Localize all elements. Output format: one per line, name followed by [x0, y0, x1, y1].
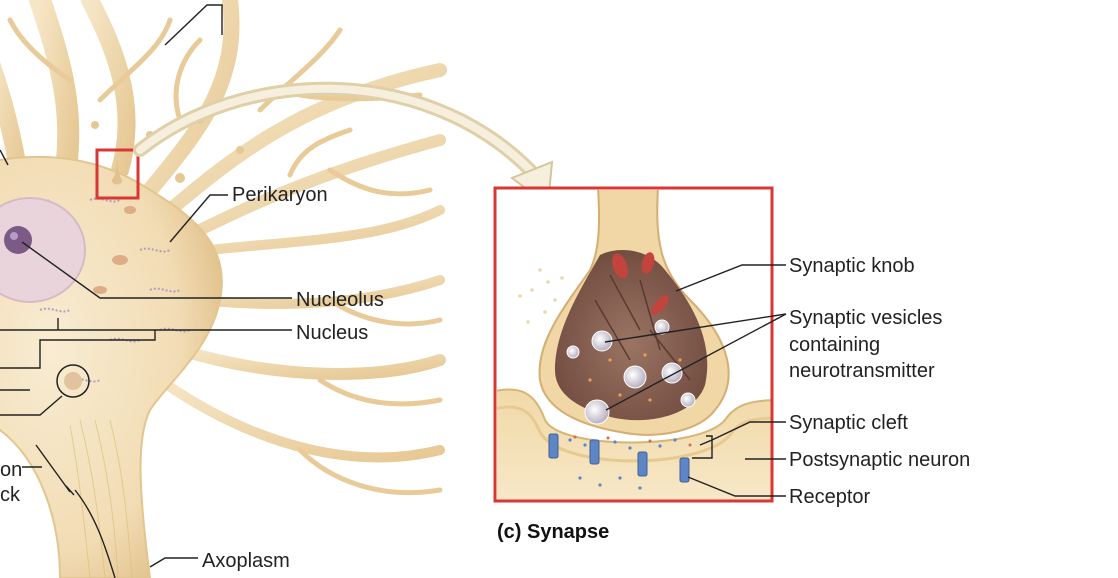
- receptor-label: Receptor: [789, 486, 870, 508]
- left-leader-lines: [0, 4, 292, 578]
- postsynaptic-neuron-label: Postsynaptic neuron: [789, 449, 970, 471]
- axoplasm-label: Axoplasm: [202, 550, 290, 572]
- synaptic-knob-label: Synaptic knob: [789, 255, 915, 277]
- synaptic-vesicles-label-line1: Synaptic vesicles: [789, 307, 942, 329]
- nucleus: [0, 197, 86, 303]
- synapse-inset: [493, 186, 774, 503]
- synaptic-vesicles-label-line2: containing: [789, 334, 880, 356]
- axon-hillock-label-part2: ck: [0, 484, 21, 506]
- nucleolus: [4, 226, 32, 254]
- synaptic-vesicles-label-line3: neurotransmitter: [789, 360, 935, 382]
- nucleolus-label: Nucleolus: [296, 289, 384, 311]
- nucleus-label: Nucleus: [296, 322, 368, 344]
- axon-hillock-label-part1: on: [0, 459, 22, 481]
- perikaryon-label: Perikaryon: [232, 184, 328, 206]
- synaptic-cleft-label: Synaptic cleft: [789, 412, 908, 434]
- right-leader-lines: [604, 264, 787, 497]
- receptor-icon: [548, 433, 690, 483]
- figure-caption: (c) Synapse: [497, 521, 609, 543]
- highlight-box-icon: [95, 148, 140, 200]
